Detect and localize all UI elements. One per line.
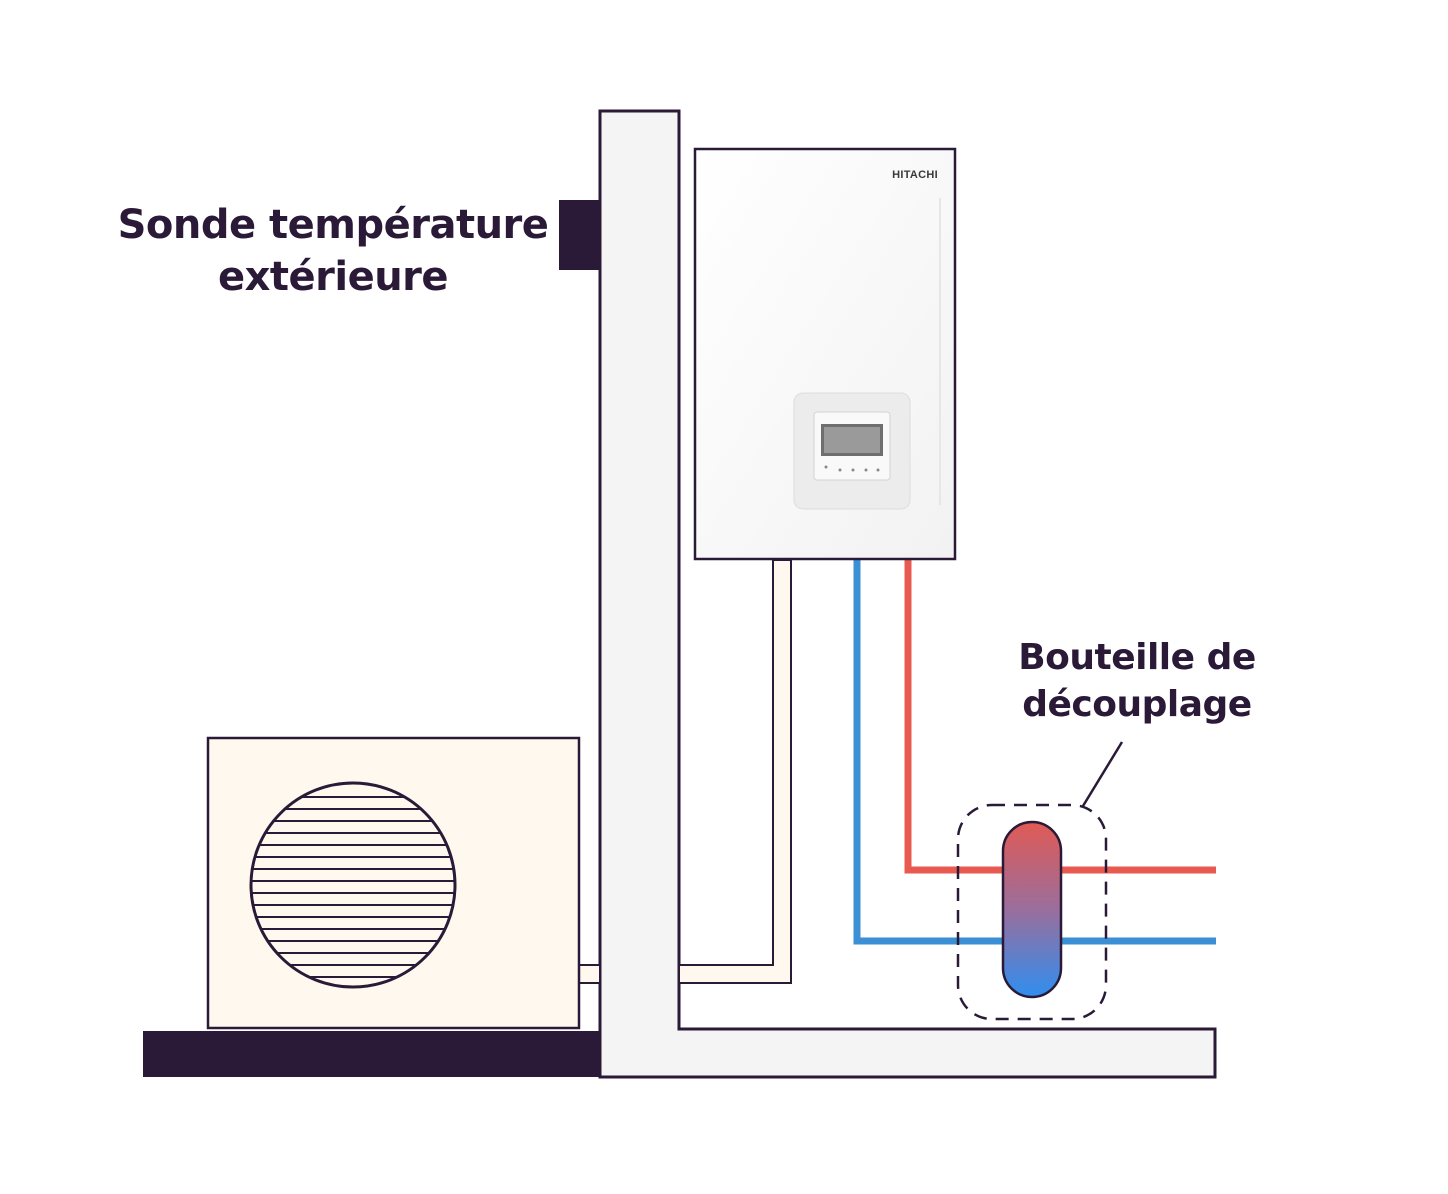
decoupling-bottle — [1001, 820, 1063, 999]
bottle-label-line1: Bouteille de — [1018, 637, 1256, 678]
outdoor-unit — [206, 736, 581, 1030]
thermostat-controller-icon — [793, 392, 911, 510]
outdoor-temperature-sensor — [559, 200, 600, 270]
sensor-label-line1: Sonde température — [118, 202, 549, 248]
sensor-label-line2: extérieure — [218, 254, 448, 300]
cold-water-pipe — [853, 560, 1216, 945]
bottle-highlight — [956, 803, 1108, 1021]
wall — [598, 109, 1217, 1079]
indoor-unit: HITACHI — [693, 147, 957, 561]
ground-slab — [143, 1031, 603, 1077]
bottle-label-line2: découplage — [1022, 684, 1251, 725]
brand-logo: HITACHI — [892, 169, 938, 181]
hot-water-pipe — [904, 560, 1216, 874]
bottle-callout-line — [1081, 741, 1124, 807]
